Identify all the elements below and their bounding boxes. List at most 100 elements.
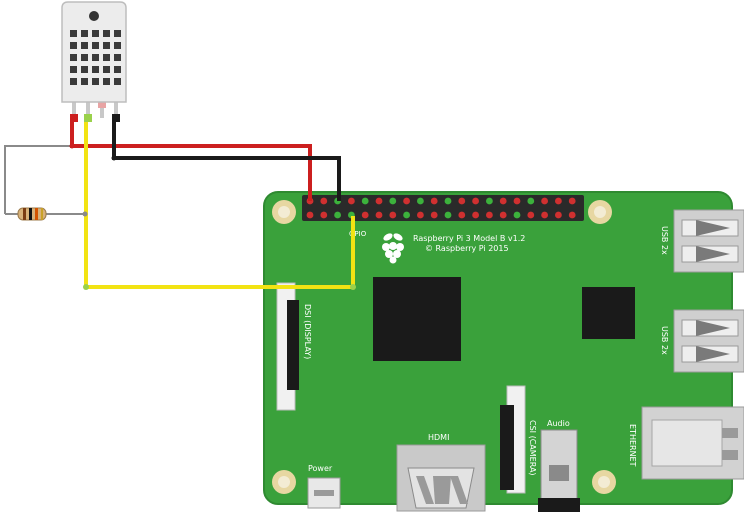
gpio-pin — [541, 197, 548, 205]
audio-label: Audio — [547, 419, 570, 428]
gpio-pin — [472, 197, 479, 205]
wire-gray — [4, 145, 72, 214]
sensor-grille-slot — [92, 66, 99, 73]
gpio-pin — [417, 211, 424, 219]
wire-yellow — [84, 118, 355, 289]
gpio-pin — [348, 197, 355, 205]
junction-resistor — [82, 211, 88, 217]
dsi-connector — [276, 282, 299, 411]
soc-chip — [373, 277, 461, 361]
board-copyright: © Raspberry Pi 2015 — [425, 244, 509, 253]
gpio-header — [302, 195, 584, 221]
csi-connector — [500, 385, 526, 494]
ethernet-port — [641, 406, 744, 480]
gpio-pin — [499, 197, 507, 205]
dsi-label: DSI (DISPLAY) — [303, 304, 312, 359]
sensor-grille-slot — [70, 42, 77, 49]
sensor-grille-slot — [81, 30, 88, 37]
sensor-grille-slot — [103, 42, 110, 49]
gpio-pin — [458, 197, 466, 205]
csi-label: CSI (CAMERA) — [528, 420, 537, 476]
sensor-grille-slot — [114, 42, 121, 49]
gpio-pin — [320, 211, 328, 219]
hdmi-label: HDMI — [428, 433, 449, 442]
gpio-pin — [361, 197, 369, 205]
junction-yellow-left — [83, 284, 89, 290]
wire-red — [70, 118, 312, 201]
power-label: Power — [308, 464, 333, 473]
gpio-pin — [444, 197, 452, 205]
gpio-pin — [513, 211, 521, 219]
sensor-grille-slot — [81, 42, 88, 49]
gpio-pin — [499, 211, 507, 219]
gpio-pin — [486, 197, 493, 205]
gpio-pin — [527, 197, 535, 205]
sensor-grille-slot — [81, 66, 88, 73]
raspberry-logo-icon — [382, 233, 404, 264]
gpio-pin — [430, 211, 438, 219]
power-port — [307, 477, 341, 509]
gpio-pin — [403, 197, 410, 205]
sensor-grille-slot — [92, 30, 99, 37]
board-title: Raspberry Pi 3 Model B v1.2 — [413, 234, 525, 243]
usb-top-label: USB 2x — [660, 226, 669, 255]
sensor-pin-nc — [98, 100, 106, 108]
dht-sensor — [61, 1, 127, 122]
sensor-grille-slot — [103, 66, 110, 73]
gpio-pin — [417, 197, 424, 205]
sensor-grille-slot — [114, 54, 121, 61]
gpio-pin — [513, 197, 521, 205]
sensor-grille-slot — [114, 30, 121, 37]
gpio-pin — [334, 211, 341, 219]
usb-port-top — [673, 209, 744, 273]
gpio-pin — [389, 211, 397, 219]
usb-port-bottom — [673, 309, 744, 373]
sensor-grille-slot — [114, 78, 121, 85]
ethernet-label: ETHERNET — [628, 424, 637, 467]
sensor-grille-slot — [70, 54, 77, 61]
junction-yellow-right — [350, 284, 356, 290]
audio-jack — [538, 429, 580, 512]
gpio-pin — [306, 211, 314, 219]
gpio-header-base — [302, 195, 584, 221]
junction-red — [69, 143, 75, 149]
mounting-hole-bottom-right — [592, 470, 616, 494]
sensor-grille-slot — [103, 78, 110, 85]
sensor-body — [61, 1, 127, 103]
junction-black — [111, 155, 117, 161]
sensor-grille-slot — [92, 42, 99, 49]
sensor-grille-slot — [92, 78, 99, 85]
sensor-grille-slot — [103, 54, 110, 61]
gpio-pin — [568, 211, 576, 219]
sensor-grille-slot — [81, 78, 88, 85]
sensor-grille-slot — [70, 30, 77, 37]
sensor-grille-slot — [81, 54, 88, 61]
sensor-grille-slot — [70, 78, 77, 85]
gpio-pin — [472, 211, 479, 219]
gpio-pin — [486, 211, 493, 219]
sensor-grille-slot — [114, 66, 121, 73]
sensor-grille-slot — [103, 30, 110, 37]
sensor-mount-hole-icon — [89, 11, 99, 21]
gpio-pin — [389, 197, 397, 205]
lan-chip — [582, 287, 635, 339]
gpio-pin — [555, 197, 562, 205]
gpio-pin — [375, 197, 383, 205]
gpio-pin — [375, 211, 383, 219]
gpio-pin — [527, 211, 535, 219]
gpio-pin — [444, 211, 452, 219]
mounting-hole-top-left — [272, 200, 296, 224]
gpio-pin — [458, 211, 466, 219]
sensor-pin-gnd — [112, 114, 120, 122]
wire-black — [112, 118, 341, 201]
mounting-hole-bottom-left — [272, 470, 296, 494]
gpio-pin — [320, 197, 328, 205]
sensor-pin-vcc — [70, 114, 78, 122]
gpio-pin — [555, 211, 562, 219]
hdmi-port — [396, 444, 486, 512]
sensor-grille — [70, 30, 121, 85]
gpio-label: GPIO — [349, 230, 367, 238]
mounting-hole-top-right — [588, 200, 612, 224]
gpio-pin — [430, 197, 438, 205]
